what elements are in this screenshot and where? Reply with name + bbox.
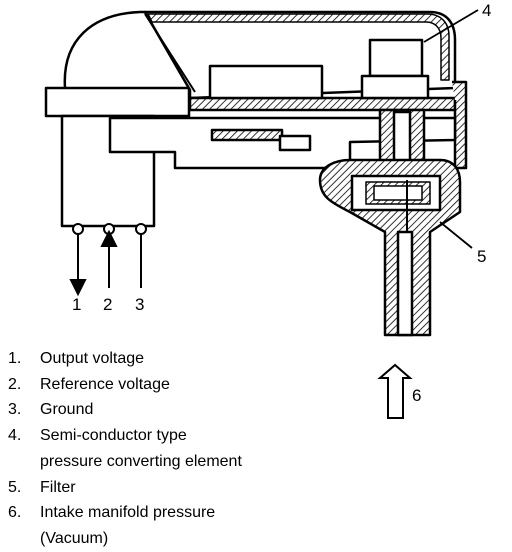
legend-item: 3. Ground <box>6 397 346 423</box>
callout-4: 4 <box>482 1 492 20</box>
callout-5: 5 <box>477 247 487 266</box>
legend-number: 1. <box>8 350 22 367</box>
legend-item: 2. Reference voltage <box>6 372 346 398</box>
legend-item: 1. Output voltage <box>6 346 346 372</box>
legend-text: Intake manifold pressure <box>40 504 216 522</box>
legend-number: 5. <box>8 478 22 496</box>
legend-item: 4. Semi-conductor type pressure convertin… <box>6 423 346 474</box>
terminal-pins <box>69 223 147 297</box>
legend-number: 4. <box>8 427 22 445</box>
legend-text: Output voltage <box>40 350 145 367</box>
callout-1: 1 <box>72 295 82 314</box>
legend-text: Ground <box>40 401 94 419</box>
legend-text: Semi-conductor type <box>40 427 187 445</box>
legend-item: 5. Filter <box>6 475 346 501</box>
legend-text-continued: (Vacuum) <box>40 529 109 547</box>
legend-text-continued: pressure converting element <box>40 452 242 470</box>
legend-number: 2. <box>8 375 22 393</box>
legend-item: 6. Intake manifold pressure (Vacuum) <box>6 500 346 551</box>
legend-text: Reference voltage <box>40 375 170 393</box>
pressure-arrow <box>377 363 413 419</box>
leader-lines <box>423 9 479 249</box>
callout-6: 6 <box>412 386 422 405</box>
legend-number: 3. <box>8 401 22 419</box>
legend-number: 6. <box>8 504 22 522</box>
legend: 1. Output voltage 2. Reference voltage 3. G… <box>6 346 346 552</box>
sensor-housing <box>44 10 468 337</box>
callout-2: 2 <box>103 295 113 314</box>
legend-text: Filter <box>40 478 76 496</box>
callout-3: 3 <box>135 295 145 314</box>
